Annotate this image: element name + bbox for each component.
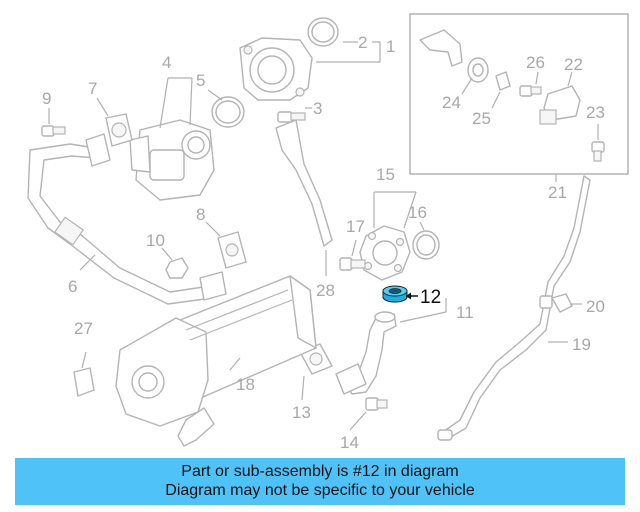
throttle-body-part (239, 37, 313, 101)
seal-12-part (382, 285, 408, 303)
egr-cooler-18-part (115, 275, 317, 447)
pressure-sensor-22-part (539, 85, 581, 125)
info-banner: Part or sub-assembly is #12 in diagram D… (15, 458, 625, 505)
callout-23: 23 (586, 103, 605, 122)
callout-9: 9 (42, 89, 51, 108)
callout-22: 22 (564, 55, 583, 74)
bolt-14-part (365, 397, 388, 411)
callout-15: 15 (376, 165, 395, 184)
callout-27: 27 (74, 319, 93, 338)
banner-line-disclaimer: Diagram may not be specific to your vehi… (165, 482, 475, 499)
bolt-23-part (591, 141, 605, 162)
gasket-16-part (412, 230, 440, 260)
callout-21: 21 (548, 183, 567, 202)
callout-18: 18 (236, 375, 255, 394)
gasket-8-part (217, 231, 247, 269)
callout-7: 7 (88, 79, 97, 98)
inset-box (409, 13, 629, 175)
callout-17: 17 (346, 217, 365, 236)
clip-20-part (551, 293, 573, 313)
callout-20: 20 (586, 297, 605, 316)
callout-14: 14 (340, 433, 359, 452)
bolt-26-part (519, 85, 542, 97)
bracket-inset-part (419, 29, 463, 67)
gasket-7-part (105, 113, 133, 147)
pipe-11-part (335, 311, 397, 395)
callout-3: 3 (313, 99, 322, 118)
callout-2: 2 (358, 33, 367, 52)
egr-tube-6-part (27, 133, 227, 305)
sensor-27-part (73, 351, 95, 397)
bolt-9-part (41, 125, 66, 137)
nut-10-part (165, 257, 189, 279)
callout-5: 5 (196, 71, 205, 90)
sensor-tube-19-part (437, 175, 591, 441)
parts-diagram: 1 2 3 4 5 6 7 8 9 10 11 12 13 14 15 16 1… (27, 13, 629, 452)
flange-15-part (359, 225, 411, 281)
callout-1: 1 (386, 37, 395, 56)
callout-26: 26 (526, 53, 545, 72)
egr-valve-part (129, 119, 215, 201)
callout-28: 28 (316, 281, 335, 300)
callout-12: 12 (420, 287, 441, 308)
callout-24: 24 (442, 93, 461, 112)
callout-11: 11 (456, 303, 474, 322)
spacer-25-part (495, 71, 511, 91)
bracket-28-part (275, 119, 333, 247)
bolt-17-part (339, 257, 366, 271)
bolt-3-part (277, 111, 306, 123)
callout-10: 10 (146, 231, 165, 250)
callout-8: 8 (196, 205, 205, 224)
callout-4: 4 (162, 53, 171, 72)
callout-25: 25 (472, 109, 491, 128)
callout-13: 13 (292, 403, 311, 422)
callout-6: 6 (68, 277, 77, 296)
callout-16: 16 (408, 203, 427, 222)
gasket-2-part (307, 17, 339, 47)
banner-line-part-number: Part or sub-assembly is #12 in diagram (181, 463, 459, 480)
callout-19: 19 (572, 335, 591, 354)
bushing-24-part (467, 57, 489, 83)
gasket-5-part (211, 96, 245, 128)
